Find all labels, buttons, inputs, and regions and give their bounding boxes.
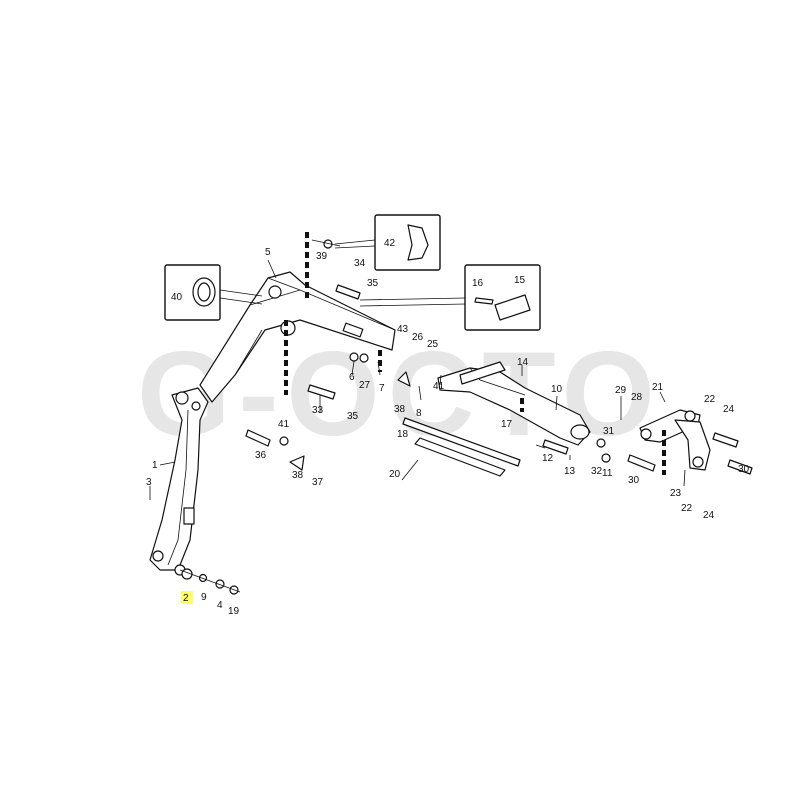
- callout-16: 16: [472, 278, 484, 289]
- callout-18: 18: [397, 429, 409, 440]
- callout-38a: 38: [292, 470, 304, 481]
- bucket-cylinder: [437, 361, 591, 446]
- callout-7: 7: [379, 383, 385, 394]
- detail-box-15-16: [464, 264, 541, 331]
- callout-13: 13: [564, 466, 576, 477]
- callout-23: 23: [670, 488, 682, 499]
- pins: [245, 239, 753, 481]
- callout-32: 32: [591, 466, 603, 477]
- callout-27: 27: [359, 380, 371, 391]
- callout-42: 42: [384, 238, 396, 249]
- callout-14: 14: [517, 357, 529, 368]
- callout-35b: 35: [347, 411, 359, 422]
- callout-24a: 24: [723, 404, 735, 415]
- callout-2-highlight: [181, 591, 193, 604]
- callout-11: 11: [602, 468, 613, 479]
- callout-26: 26: [412, 332, 424, 343]
- callout-30b: 30: [628, 475, 640, 486]
- callout-41b: 41: [433, 381, 445, 392]
- callout-6: 6: [349, 372, 355, 383]
- arm: [149, 387, 209, 576]
- callout-24b: 24: [703, 510, 715, 521]
- callout-22b: 22: [681, 503, 693, 514]
- callout-17: 17: [501, 419, 513, 430]
- callout-30a: 30: [738, 464, 750, 475]
- callout-9: 9: [201, 592, 207, 603]
- callout-25: 25: [427, 339, 439, 350]
- callout-28: 28: [631, 392, 643, 403]
- callout-40: 40: [171, 292, 183, 303]
- callout-31: 31: [603, 426, 615, 437]
- callout-labels: 1 2 3 4 5 6 7 8 9 10 11 12 13 14 15 16 1…: [146, 238, 750, 617]
- leader-lines: [149, 259, 686, 500]
- callout-38b: 38: [394, 404, 406, 415]
- callout-39: 39: [316, 251, 328, 262]
- callout-29: 29: [615, 385, 627, 396]
- callout-15: 15: [514, 275, 526, 286]
- callout-36: 36: [255, 450, 267, 461]
- callout-35a: 35: [367, 278, 379, 289]
- callout-1: 1: [152, 460, 158, 471]
- callout-8: 8: [416, 408, 422, 419]
- callout-3: 3: [146, 477, 152, 488]
- callout-37: 37: [312, 477, 324, 488]
- callout-21: 21: [652, 382, 664, 393]
- callout-5: 5: [265, 247, 271, 258]
- callout-19: 19: [228, 606, 240, 617]
- detail-box-42: [374, 214, 441, 271]
- callout-2: 2: [183, 593, 189, 604]
- arm-foot-bushings: [179, 568, 241, 595]
- callout-41a: 41: [278, 419, 290, 430]
- callout-34: 34: [354, 258, 366, 269]
- callout-43: 43: [397, 324, 409, 335]
- callout-12: 12: [542, 453, 554, 464]
- callout-4: 4: [217, 600, 223, 611]
- callout-10: 10: [551, 384, 563, 395]
- linkage: [639, 409, 711, 471]
- callout-20: 20: [389, 469, 401, 480]
- plate-18: [414, 437, 506, 477]
- callout-33: 33: [312, 405, 324, 416]
- callout-22a: 22: [704, 394, 716, 405]
- rod-17: [402, 417, 521, 467]
